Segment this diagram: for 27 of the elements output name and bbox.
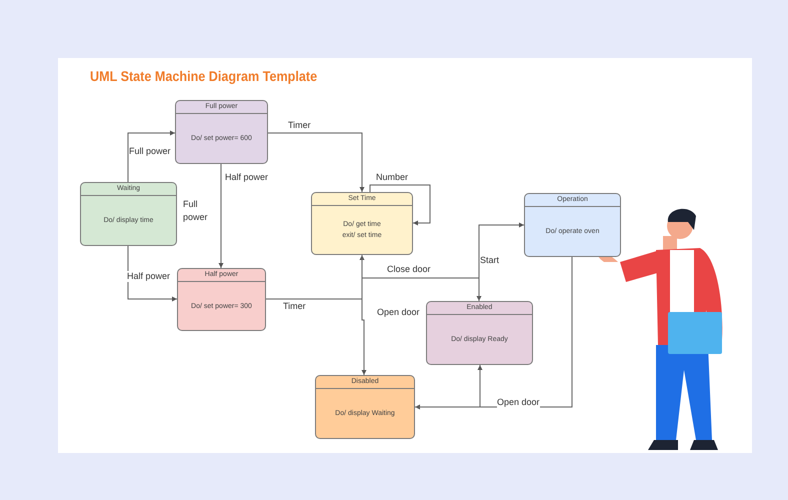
diagram-title: UML State Machine Diagram Template <box>90 68 318 84</box>
transition-arrow <box>362 254 366 376</box>
edge-label: Timer <box>288 120 311 131</box>
transition-arrow <box>414 364 482 408</box>
state-box <box>524 193 621 257</box>
edge-label: Timer <box>283 301 306 312</box>
transition-arrow <box>478 222 524 302</box>
edge-label: Open door <box>497 397 540 408</box>
transition-arrow <box>266 254 364 300</box>
transition-arrow <box>370 184 430 226</box>
edge-label: Full power <box>129 146 171 157</box>
state-box <box>175 100 268 164</box>
state-box <box>177 268 266 331</box>
state-box <box>426 301 533 365</box>
transition-arrow <box>268 132 364 192</box>
edge-label: Half power <box>225 172 268 183</box>
state-box <box>315 375 415 439</box>
state-box <box>80 182 177 246</box>
edge-label: Close door <box>387 264 431 275</box>
state-box <box>311 192 413 255</box>
transition-arrow <box>218 164 224 268</box>
edge-label: Half power <box>127 271 170 282</box>
transition-arrow <box>128 130 176 182</box>
edge-label: Number <box>376 172 408 183</box>
edge-label: Open door <box>377 307 420 318</box>
transition-arrow <box>128 246 178 302</box>
edge-label: Start <box>480 255 500 266</box>
